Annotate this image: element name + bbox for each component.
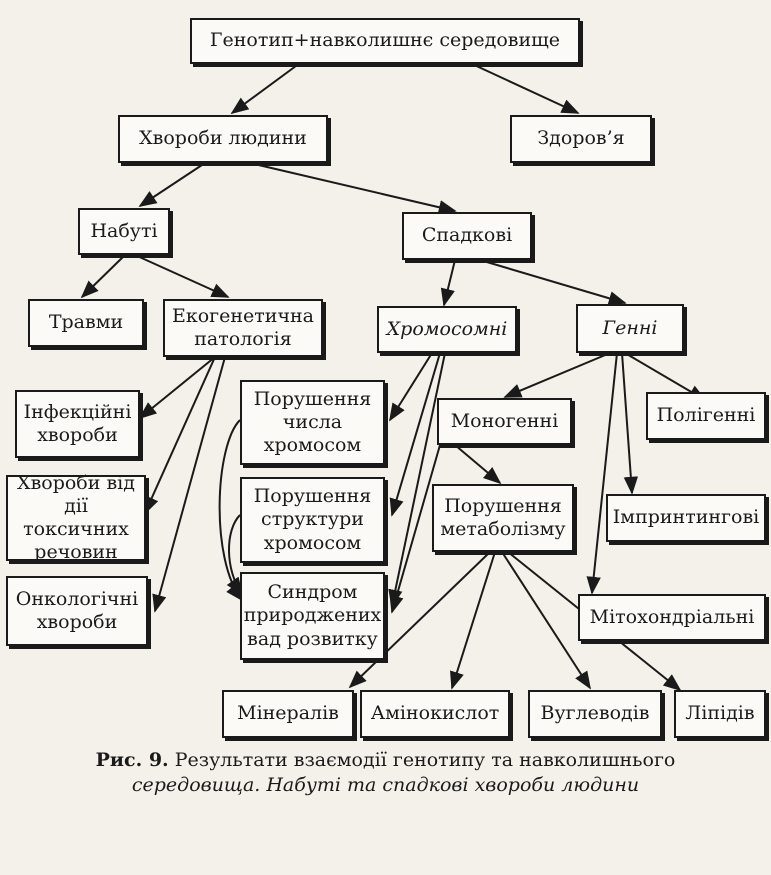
arrow-metabolism-carbs: [501, 551, 591, 690]
arrow-diseases-hereditary: [249, 162, 457, 215]
node-diseases: Хвороби людини: [118, 115, 328, 163]
node-chromosomal: Хромосомні: [377, 306, 517, 353]
node-oncological-label: Онкологічні хвороби: [15, 587, 139, 633]
node-lipids: Ліпідів: [674, 690, 766, 738]
node-carbohydrates: Вуглеводів: [528, 690, 662, 738]
caption-label: Рис. 9.: [95, 749, 169, 771]
node-syndrome-label: Синдром природжених вад розвитку: [243, 581, 382, 650]
node-oncological: Онкологічні хвороби: [6, 576, 148, 646]
arrow-metabolism-amino: [450, 551, 496, 690]
arrow-ecogenetic-toxic: [144, 356, 216, 515]
node-infectious-label: Інфекційні хвороби: [23, 400, 132, 446]
arrow-ecogenetic-oncological: [152, 356, 226, 613]
arrow-hereditary-chromosomal: [440, 259, 456, 307]
node-genetic: Генні: [576, 304, 684, 353]
arrow-hereditary-genetic: [479, 259, 627, 306]
node-monogenic: Моногенні: [437, 398, 572, 445]
node-imprinting: Імпринтингові: [606, 494, 766, 542]
arrow-acquired-ecogenetic: [134, 254, 230, 298]
node-toxic-label: Хвороби від дії токсичних речовин: [17, 471, 135, 564]
arrow-root-health: [469, 62, 580, 114]
node-minerals: Мінералів: [222, 690, 354, 738]
node-diseases-label: Хвороби людини: [139, 127, 307, 150]
node-lipids-label: Ліпідів: [685, 702, 755, 725]
arrow-chromosomal-syndrome: [388, 352, 446, 608]
node-amino-acids-label: Амінокислот: [370, 702, 500, 725]
node-chrom-number-label: Порушення числа хромосом: [253, 387, 372, 457]
node-mitochondrial: Мітохондріальні: [578, 594, 766, 641]
arrow-monogenic-metabolism: [454, 444, 502, 485]
arrow-ecogenetic-infectious: [138, 356, 216, 420]
node-ecogenetic: Екогенетична патологія: [163, 299, 323, 357]
node-monogenic-label: Моногенні: [450, 409, 559, 432]
arrow-chromosomal-number: [389, 352, 433, 422]
figure-caption: Рис. 9. Результати взаємодії генотипу та…: [20, 748, 751, 797]
node-polygenic: Полігенні: [646, 392, 766, 440]
arrow-diseases-acquired: [138, 162, 206, 207]
node-mitochondrial-label: Мітохондріальні: [589, 605, 755, 628]
arrow-root-diseases: [230, 62, 301, 115]
node-metabolism: Порушення метаболізму: [432, 484, 574, 552]
arrow-number-syndrome: [218, 419, 244, 602]
node-acquired: Набуті: [78, 208, 170, 255]
node-carbohydrates-label: Вуглеводів: [540, 702, 650, 725]
node-infectious: Інфекційні хвороби: [15, 390, 140, 458]
node-toxic: Хвороби від дії токсичних речовин: [6, 472, 146, 563]
node-chromosomal-label: Хромосомні: [386, 317, 508, 340]
node-root-label: Генотип+навколишнє середовище: [209, 29, 561, 52]
caption-line-1: Рис. 9. Результати взаємодії генотипу та…: [20, 748, 751, 773]
node-metabolism-label: Порушення метаболізму: [440, 494, 566, 540]
arrow-metabolism-minerals: [348, 551, 491, 689]
node-health-label: Здоров’я: [537, 127, 625, 150]
arrow-monogenic-syndrome: [389, 444, 441, 614]
node-chrom-number: Порушення числа хромосом: [240, 380, 385, 465]
arrow-acquired-injuries: [80, 254, 126, 299]
node-acquired-label: Набуті: [90, 219, 158, 242]
node-syndrome: Синдром природжених вад розвитку: [240, 572, 385, 660]
node-polygenic-label: Полігенні: [656, 404, 756, 427]
node-health: Здоров’я: [510, 115, 652, 163]
node-imprinting-label: Імпринтингові: [612, 506, 760, 529]
diagram-arrows: [80, 62, 707, 692]
node-minerals-label: Мінералів: [237, 702, 339, 725]
arrow-genetic-monogenic: [503, 352, 611, 398]
arrow-genetic-imprinting: [621, 352, 639, 495]
caption-text-1: Результати взаємодії генотипу та навколи…: [174, 749, 676, 771]
arrow-chromosomal-structure: [389, 352, 441, 517]
node-ecogenetic-label: Екогенетична патологія: [171, 304, 315, 350]
arrow-genetic-mitochondrial: [586, 352, 618, 595]
node-hereditary-label: Спадкові: [421, 224, 513, 247]
node-hereditary: Спадкові: [402, 212, 532, 260]
arrow-structure-syndrome: [226, 514, 244, 596]
node-root: Генотип+навколишнє середовище: [190, 18, 580, 64]
node-injuries: Травми: [28, 299, 144, 347]
node-genetic-label: Генні: [602, 316, 658, 339]
diagram: Генотип+навколишнє середовище Хвороби лю…: [6, 18, 766, 738]
node-injuries-label: Травми: [48, 311, 124, 334]
node-chrom-structure-label: Порушення структури хромосом: [253, 485, 372, 554]
node-amino-acids: Амінокислот: [360, 690, 510, 738]
caption-text-2: середовища. Набуті та спадкові хвороби л…: [131, 773, 640, 796]
node-chrom-structure: Порушення структури хромосом: [240, 477, 385, 563]
